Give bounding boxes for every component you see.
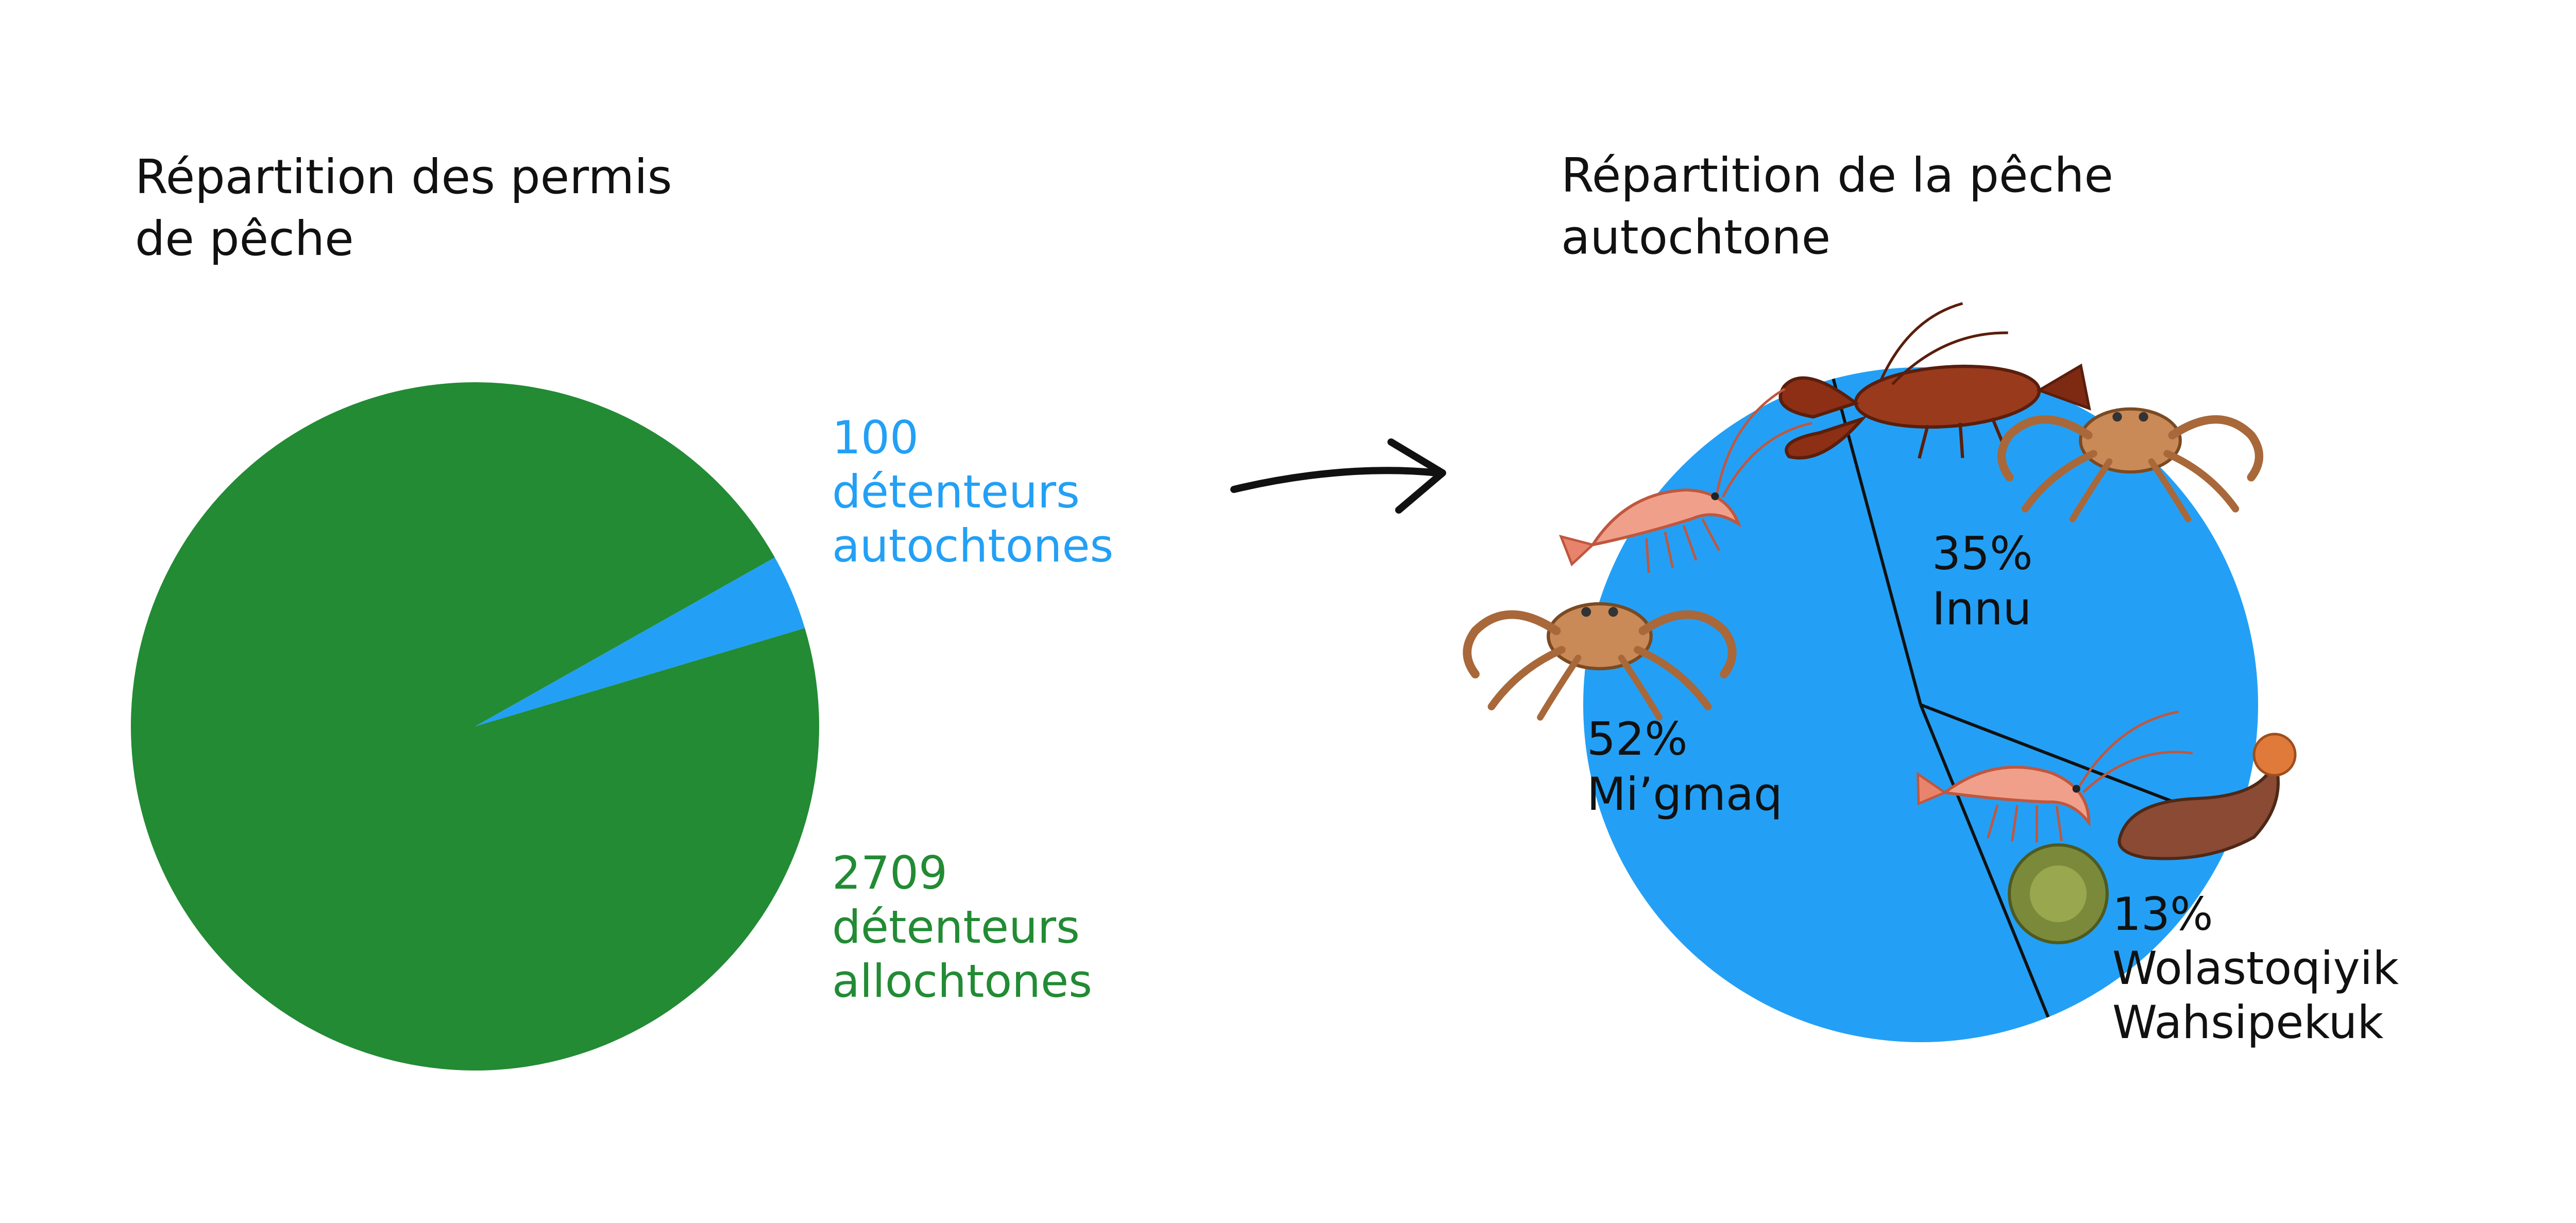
slice-label-value: 100 (832, 411, 919, 464)
pie-slice-autochtones (475, 557, 805, 726)
slice-label-line: détenteurs (832, 465, 1080, 518)
slice-label-line: Wolastoqiyik (2112, 942, 2399, 995)
slice-label-line: allochtones (832, 955, 1092, 1008)
chart-title-line: Répartition des permis (135, 149, 672, 205)
slice-label-line: Mi’gmaq (1587, 768, 1783, 821)
sea-urchin-icon (2009, 845, 2107, 943)
slice-label-value: 13% (2112, 888, 2213, 941)
arrow-right-icon (1230, 438, 1446, 514)
chart-title-line: Répartition de la pêche (1561, 148, 2113, 203)
slice-label-line: détenteurs (832, 901, 1080, 954)
slice-label-value: 35% (1932, 527, 2033, 580)
slice-label-value: 52% (1587, 712, 1688, 766)
pie-slice-allochtones (130, 382, 819, 1071)
slice-label-value: 2709 (832, 846, 947, 899)
slice-label-line: Innu (1932, 582, 2031, 635)
chart-permits: Répartition des permis de pêche 100 déte… (130, 149, 1113, 1071)
chart-title-line: de pêche (135, 211, 354, 266)
slice-label-line: autochtones (832, 519, 1113, 572)
slice-label-line: Wahsipekuk (2112, 996, 2383, 1049)
slice-divider (1919, 704, 2050, 1018)
chart-indigenous-fishing: Répartition de la pêche autochtone 35% I… (1467, 148, 2399, 1049)
chart-title-line: autochtone (1561, 210, 1831, 265)
